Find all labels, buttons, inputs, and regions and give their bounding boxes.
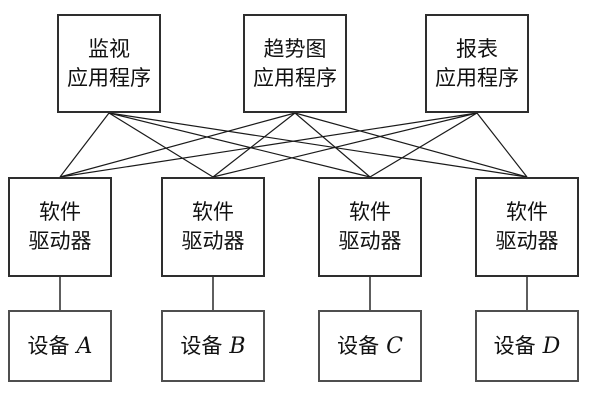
- edge-app1-driver0: [59, 112, 296, 178]
- node-label: 应用程序: [67, 65, 151, 90]
- node-label: 设备: [337, 333, 380, 358]
- edge-app0-driver3: [108, 112, 528, 178]
- device-letter: B: [229, 333, 246, 359]
- node-driver-3: 软件 驱动器: [318, 177, 422, 277]
- node-label: 软件: [349, 200, 391, 224]
- node-label: 设备: [493, 333, 536, 358]
- edge-app0-driver0: [59, 112, 110, 178]
- node-label: 报表: [456, 36, 498, 61]
- edge-app2-driver1: [212, 112, 478, 178]
- node-label: 设备: [27, 333, 70, 358]
- edge-app2-driver3: [476, 112, 528, 178]
- node-label: 监视: [88, 36, 130, 61]
- node-label: 设备: [180, 333, 223, 358]
- edge-app1-driver1: [212, 112, 296, 178]
- node-label: 软件: [39, 200, 81, 224]
- node-label: 软件: [192, 200, 234, 224]
- node-trend-app: 趋势图 应用程序: [243, 14, 347, 113]
- edge-app0-driver2: [108, 112, 371, 178]
- node-label: 驱动器: [28, 229, 92, 253]
- device-letter: C: [386, 333, 403, 359]
- device-letter: A: [76, 333, 93, 359]
- edge-app2-driver0: [59, 112, 478, 178]
- node-label: 驱动器: [338, 229, 402, 253]
- node-label: 应用程序: [435, 65, 519, 90]
- edge-app1-driver2: [294, 112, 371, 178]
- device-letter: D: [542, 333, 561, 359]
- node-driver-2: 软件 驱动器: [161, 177, 265, 277]
- node-device-a: 设备 A: [8, 310, 112, 382]
- node-report-app: 报表 应用程序: [425, 14, 529, 113]
- node-label: 驱动器: [495, 229, 559, 253]
- edge-app1-driver3: [294, 112, 528, 178]
- node-device-d: 设备 D: [475, 310, 579, 382]
- node-device-c: 设备 C: [318, 310, 422, 382]
- edge-app0-driver1: [108, 112, 214, 178]
- node-label: 软件: [506, 200, 548, 224]
- node-label: 趋势图: [263, 36, 327, 61]
- node-label: 应用程序: [253, 65, 337, 90]
- node-driver-1: 软件 驱动器: [8, 177, 112, 277]
- node-driver-4: 软件 驱动器: [475, 177, 579, 277]
- edge-app2-driver2: [369, 112, 478, 178]
- node-device-b: 设备 B: [161, 310, 265, 382]
- node-label: 驱动器: [181, 229, 245, 253]
- node-monitor-app: 监视 应用程序: [57, 14, 161, 113]
